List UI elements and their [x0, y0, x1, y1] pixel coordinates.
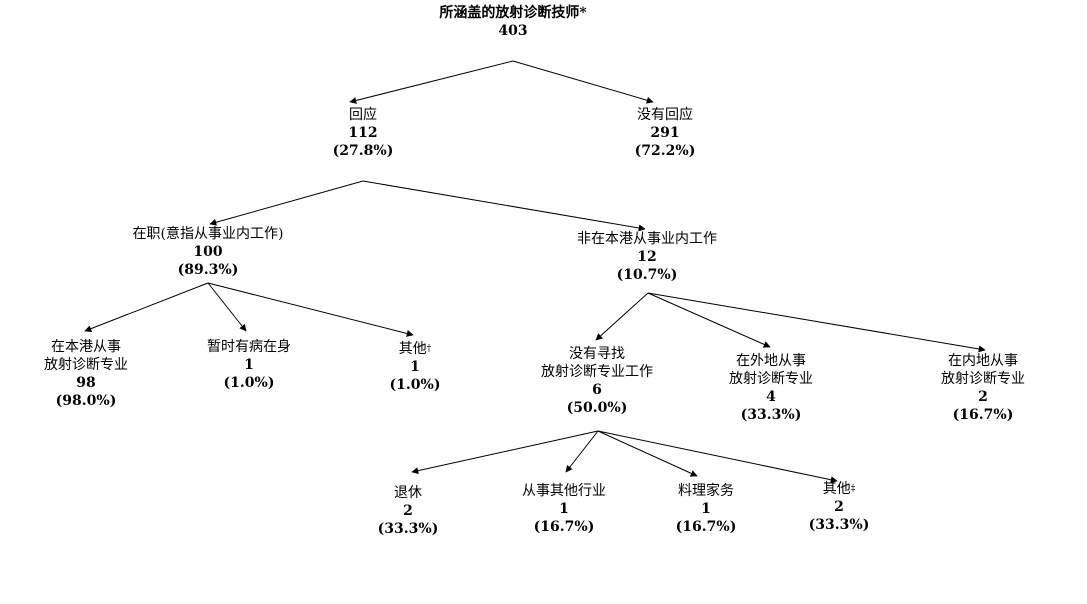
others-1-percent: (1.0%)	[389, 377, 441, 393]
edge-employed-local	[84, 282, 209, 332]
edge-root-no-response	[512, 60, 654, 104]
others-1-label: 其他†	[398, 341, 432, 357]
node-employed: 在职(意指从事业内工作) 100 (89.3%)	[133, 225, 284, 279]
responded-percent: (27.8%)	[332, 143, 394, 159]
mainland-line2: 放射诊断专业	[941, 371, 1025, 387]
node-others-1: 其他† 1 (1.0%)	[390, 340, 441, 394]
responded-label: 回应	[349, 107, 377, 123]
overseas-count: 4	[766, 389, 776, 405]
local-practice-count: 98	[76, 375, 96, 391]
mainland-count: 2	[978, 389, 988, 405]
node-root: 所涵盖的放射诊断技师* 403	[439, 4, 586, 40]
sick-leave-label: 暂时有病在身	[207, 339, 291, 355]
not-seeking-line1: 没有寻找	[569, 346, 625, 362]
node-retired: 退休 2 (33.3%)	[378, 484, 439, 538]
edge-employed-sick	[207, 282, 247, 332]
root-count: 403	[498, 23, 528, 39]
edge-notseeking-others	[597, 430, 838, 484]
employed-count: 100	[193, 244, 223, 260]
node-responded: 回应 112 (27.8%)	[333, 106, 394, 160]
not-employed-count: 12	[637, 249, 657, 265]
employed-label: 在职(意指从事业内工作)	[132, 226, 284, 242]
not-seeking-count: 6	[592, 382, 602, 398]
not-seeking-percent: (50.0%)	[566, 400, 628, 416]
node-no-response: 没有回应 291 (72.2%)	[635, 106, 696, 160]
housework-count: 1	[701, 501, 711, 517]
retired-percent: (33.3%)	[377, 521, 439, 537]
not-employed-label: 非在本港从事业内工作	[577, 231, 717, 247]
retired-label: 退休	[394, 485, 422, 501]
others-1-count: 1	[410, 359, 420, 375]
node-not-seeking: 没有寻找 放射诊断专业工作 6 (50.0%)	[541, 345, 653, 417]
local-practice-line2: 放射诊断专业	[44, 357, 128, 373]
mainland-percent: (16.7%)	[952, 407, 1014, 423]
overseas-percent: (33.3%)	[740, 407, 802, 423]
no-response-count: 291	[650, 125, 680, 141]
others-2-percent: (33.3%)	[808, 517, 870, 533]
node-local-practice: 在本港从事 放射诊断专业 98 (98.0%)	[44, 338, 128, 410]
others-2-label: 其他‡	[822, 481, 856, 497]
no-response-label: 没有回应	[637, 107, 693, 123]
node-other-industry: 从事其他行业 1 (16.7%)	[522, 482, 606, 536]
edge-notemployed-overseas	[647, 292, 771, 348]
edge-employed-others	[207, 282, 414, 337]
responded-count: 112	[348, 125, 378, 141]
others-2-count: 2	[834, 499, 844, 515]
root-label: 所涵盖的放射诊断技师*	[439, 5, 587, 21]
local-practice-percent: (98.0%)	[55, 393, 117, 409]
edge-responded-employed	[209, 180, 364, 226]
sick-leave-percent: (1.0%)	[223, 375, 275, 391]
node-mainland: 在内地从事 放射诊断专业 2 (16.7%)	[941, 352, 1025, 424]
other-industry-label: 从事其他行业	[522, 483, 606, 499]
edge-notseeking-otherindustry	[565, 430, 599, 473]
overseas-line1: 在外地从事	[736, 353, 806, 369]
housework-label: 料理家务	[678, 483, 734, 499]
edge-responded-not-employed	[362, 180, 646, 232]
overseas-line2: 放射诊断专业	[729, 371, 813, 387]
other-industry-count: 1	[559, 501, 569, 517]
local-practice-line1: 在本港从事	[51, 339, 121, 355]
other-industry-percent: (16.7%)	[533, 519, 595, 535]
edge-notemployed-mainland	[647, 292, 986, 353]
edge-notseeking-retired	[411, 430, 599, 475]
mainland-line1: 在内地从事	[948, 353, 1018, 369]
retired-count: 2	[403, 503, 413, 519]
employed-percent: (89.3%)	[177, 262, 239, 278]
node-not-employed-local: 非在本港从事业内工作 12 (10.7%)	[577, 230, 717, 284]
edge-root-responded	[349, 60, 514, 104]
node-sick-leave: 暂时有病在身 1 (1.0%)	[207, 338, 291, 392]
edge-notemployed-notseeking	[595, 292, 649, 341]
node-overseas: 在外地从事 放射诊断专业 4 (33.3%)	[729, 352, 813, 424]
node-housework: 料理家务 1 (16.7%)	[676, 482, 737, 536]
node-others-2: 其他‡ 2 (33.3%)	[809, 480, 870, 534]
not-seeking-line2: 放射诊断专业工作	[541, 364, 653, 380]
no-response-percent: (72.2%)	[634, 143, 696, 159]
edge-notseeking-housework	[597, 430, 698, 477]
sick-leave-count: 1	[244, 357, 254, 373]
housework-percent: (16.7%)	[675, 519, 737, 535]
not-employed-percent: (10.7%)	[616, 267, 678, 283]
